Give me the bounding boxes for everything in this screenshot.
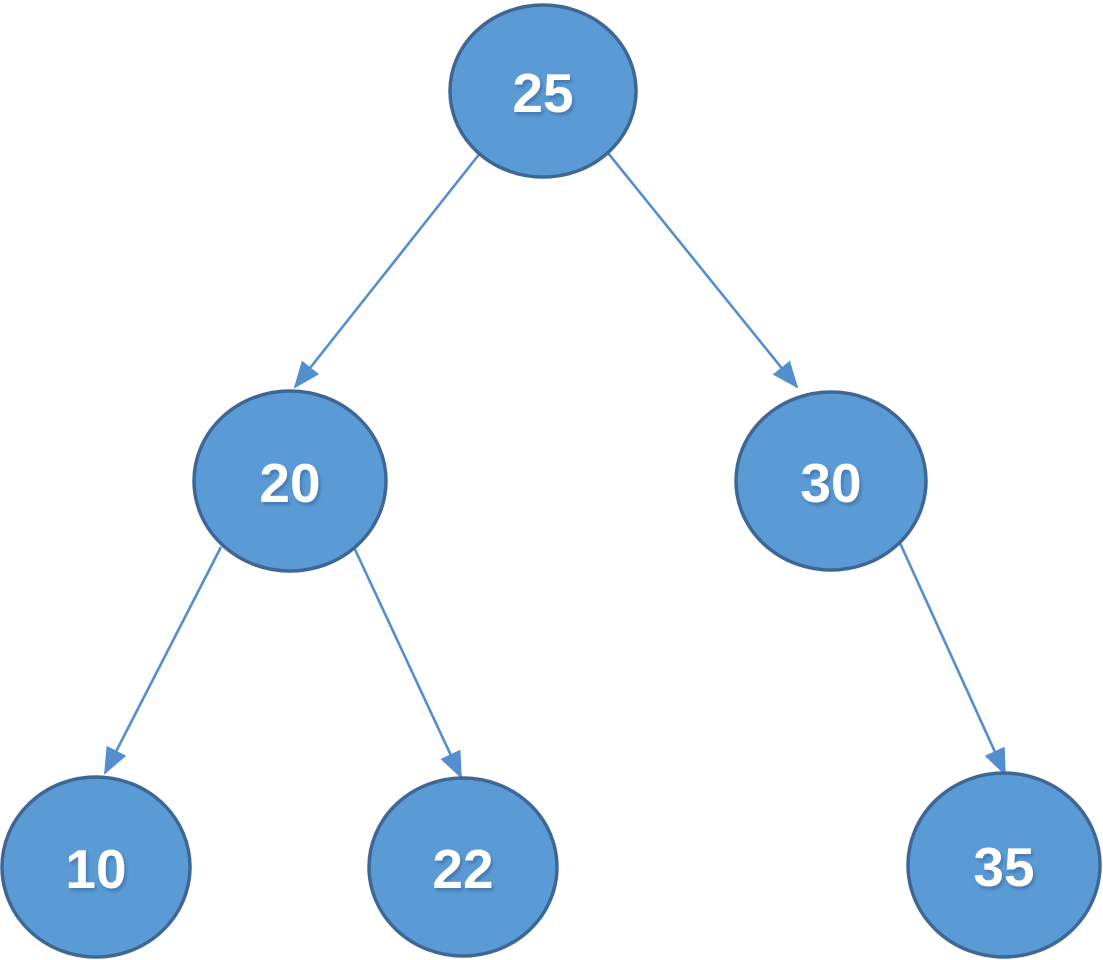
tree-node-30: 30 <box>734 390 928 572</box>
tree-node-circle-30 <box>734 390 928 572</box>
tree-node-label-22: 22 <box>432 838 493 900</box>
tree-edge-20-22 <box>350 542 463 779</box>
tree-node-circle-25 <box>448 3 638 179</box>
tree-node-label-25: 25 <box>512 62 573 124</box>
tree-node-22: 22 <box>367 776 559 958</box>
tree-node-20: 20 <box>192 389 388 573</box>
tree-node-label-35: 35 <box>973 836 1034 898</box>
tree-edge-25-30 <box>606 152 799 389</box>
tree-edge-25-20 <box>293 151 483 389</box>
tree-node-label-20: 20 <box>259 452 320 514</box>
tree-node-35: 35 <box>906 771 1102 959</box>
tree-node-circle-35 <box>906 771 1102 959</box>
tree-node-circle-20 <box>192 389 388 573</box>
tree-node-label-30: 30 <box>800 452 861 514</box>
tree-node-25: 25 <box>448 3 638 179</box>
tree-node-circle-10 <box>0 775 192 959</box>
tree-node-label-10: 10 <box>65 838 126 900</box>
tree-node-10: 10 <box>0 775 192 959</box>
tree-edge-30-35 <box>898 542 1007 776</box>
tree-edge-20-10 <box>103 546 223 775</box>
tree-node-circle-22 <box>367 776 559 958</box>
